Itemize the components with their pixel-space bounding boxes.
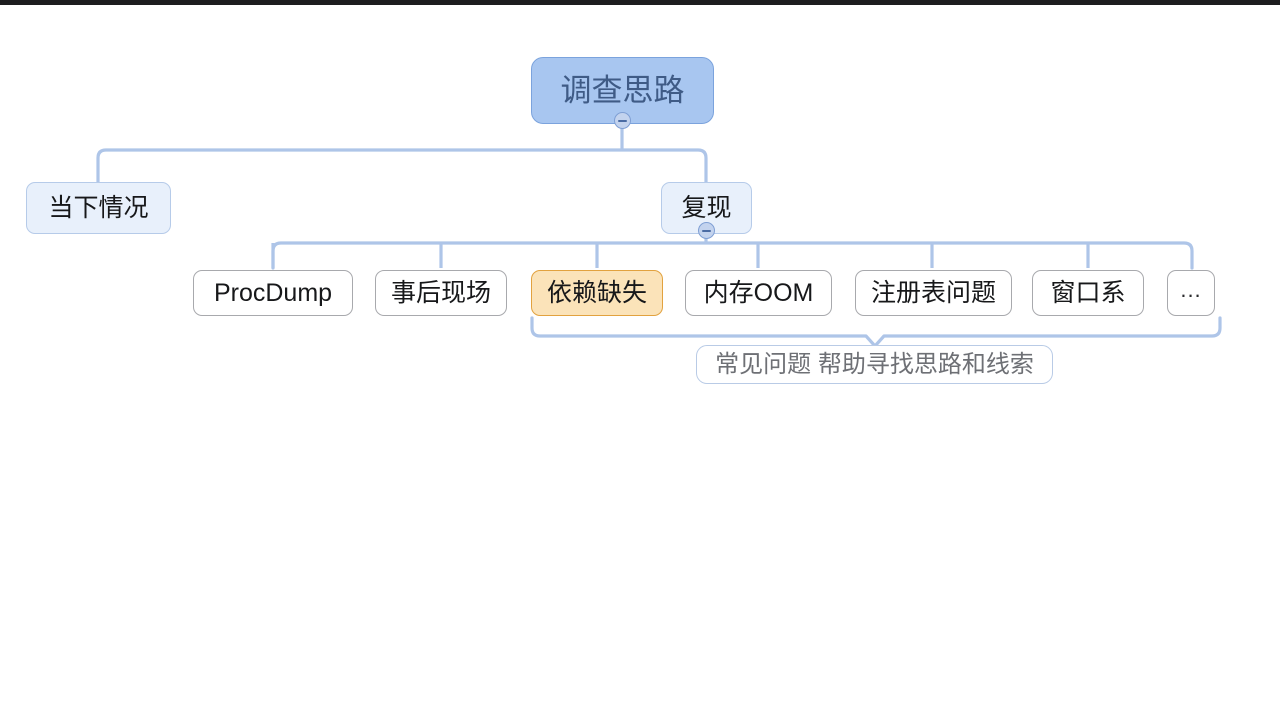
node-procdump[interactable]: ProcDump: [193, 270, 353, 316]
node-more-ellipsis[interactable]: ...: [1167, 270, 1215, 316]
window-top-strip: [0, 0, 1280, 5]
fuxian-collapse-toggle[interactable]: [698, 222, 715, 239]
node-zhucebiaowenti[interactable]: 注册表问题: [855, 270, 1012, 316]
root-collapse-toggle[interactable]: [614, 112, 631, 129]
annotation-bracket: [530, 316, 1222, 348]
annotation-note-label: 常见问题 帮助寻找思路和线索: [715, 350, 1034, 378]
node-chuangkouxi-label: 窗口系: [1050, 278, 1126, 307]
node-dangxiaqingkuang[interactable]: 当下情况: [26, 182, 171, 234]
annotation-note[interactable]: 常见问题 帮助寻找思路和线索: [696, 345, 1053, 384]
minus-icon: [618, 119, 627, 122]
node-chuangkouxi[interactable]: 窗口系: [1032, 270, 1144, 316]
minus-icon: [702, 229, 711, 232]
connector-level1-bus: [96, 148, 708, 184]
connector-leaf-bus: [271, 241, 1194, 270]
node-neicunoom[interactable]: 内存OOM: [685, 270, 832, 316]
node-yilaiqueshi-label: 依赖缺失: [546, 278, 647, 307]
node-neicunoom-label: 内存OOM: [703, 278, 814, 307]
node-dangxiaqingkuang-label: 当下情况: [48, 193, 149, 222]
node-procdump-label: ProcDump: [213, 278, 333, 307]
node-more-ellipsis-label: ...: [1180, 277, 1202, 302]
node-fuxian-label: 复现: [681, 193, 732, 222]
node-zhucebiaowenti-label: 注册表问题: [870, 278, 996, 307]
node-yilaiqueshi[interactable]: 依赖缺失: [531, 270, 663, 316]
node-root-label: 调查思路: [560, 73, 685, 108]
node-shihouxianchang[interactable]: 事后现场: [375, 270, 507, 316]
node-shihouxianchang-label: 事后现场: [390, 278, 491, 307]
